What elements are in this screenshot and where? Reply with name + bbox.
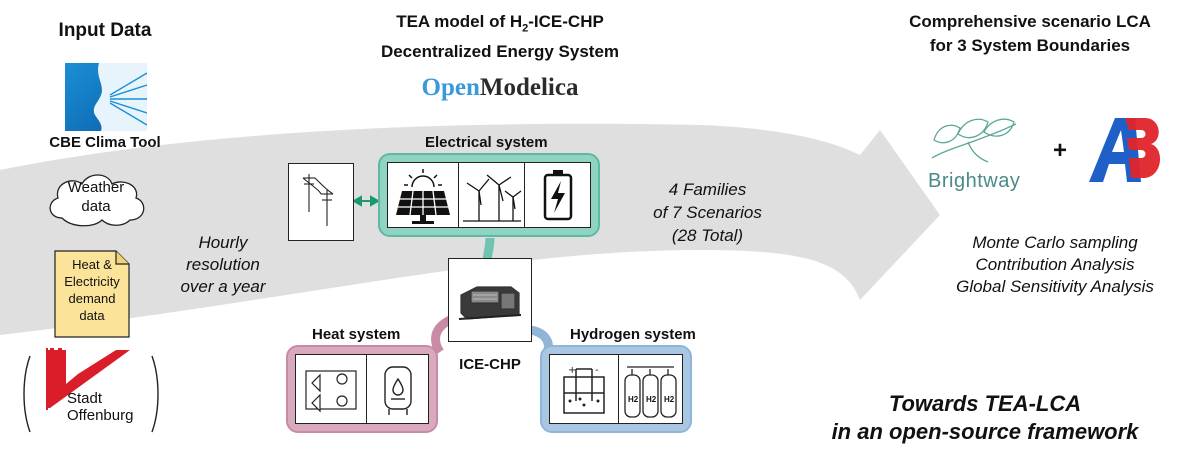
- heat-system-label: Heat system: [312, 326, 401, 343]
- solar-panel-icon: [396, 169, 450, 224]
- hydrogen-system-frame: + - H2 H2 H2: [540, 345, 692, 433]
- brightway-label: Brightway: [928, 170, 1021, 192]
- lca-title: Comprehensive scenario LCA for 3 System …: [909, 12, 1151, 55]
- ice-chp-label: ICE-CHP: [459, 356, 521, 373]
- chp-heat-connector: [431, 315, 453, 355]
- grid-connection-box: [288, 163, 354, 241]
- method-monte-carlo: Monte Carlo sampling: [972, 233, 1138, 252]
- svg-text:+: +: [568, 365, 576, 376]
- hourly-resolution-text: Hourly resolution over a year: [180, 233, 266, 296]
- demand-note-icon: [54, 250, 130, 338]
- ice-chp-box: [448, 258, 532, 342]
- engine-generator-icon: [458, 286, 522, 320]
- openmodelica-logo: OpenModelica: [421, 74, 579, 101]
- tea-title-line2: Decentralized Energy System: [380, 42, 620, 62]
- electrical-components: [387, 162, 591, 228]
- h2-tanks-cell: H2 H2 H2: [618, 355, 682, 423]
- footer-statement: Towards TEA-LCA in an open-source framew…: [831, 391, 1139, 444]
- solar-cell: [388, 163, 458, 227]
- heat-pump-icon: [305, 370, 357, 413]
- plus-sign: +: [1053, 137, 1068, 164]
- storage-tank-cell: [366, 355, 428, 423]
- battery-icon: [543, 170, 573, 221]
- h2-tank-label-2: H2: [646, 395, 657, 404]
- method-contribution: Contribution Analysis: [975, 255, 1135, 274]
- h2-tank-label-1: H2: [628, 395, 639, 404]
- electrolyzer-icon: + -: [563, 365, 605, 414]
- weather-data-label: Weather data: [67, 179, 125, 215]
- wind-turbine-icon: [463, 174, 522, 222]
- lca-methods-list: Monte Carlo sampling Contribution Analys…: [920, 232, 1190, 298]
- grid-exchange-arrow: [351, 195, 381, 207]
- method-gsa: Global Sensitivity Analysis: [956, 277, 1154, 296]
- battery-cell: [524, 163, 590, 227]
- hydrogen-system-label: Hydrogen system: [570, 326, 696, 343]
- tea-model-title: TEA model of H2-ICE-CHP Decentralized En…: [330, 10, 670, 64]
- h2-tank-label-3: H2: [664, 395, 675, 404]
- tea-title-line1: TEA model of H2-ICE-CHP: [396, 12, 604, 35]
- electrolyzer-cell: + -: [550, 355, 618, 423]
- scenario-families-text: 4 Families of 7 Scenarios (28 Total): [653, 180, 762, 245]
- activity-browser-logo-icon: [1089, 118, 1161, 182]
- hydrogen-tanks-icon: [624, 366, 677, 418]
- clima-tool-label: CBE Clima Tool: [49, 134, 161, 151]
- demand-data-label: Heat & Electricity demand data: [64, 257, 120, 323]
- wind-cell: [458, 163, 524, 227]
- heat-components: [295, 354, 429, 424]
- offenburg-label: Stadt Offenburg: [67, 390, 134, 424]
- svg-text:-: -: [595, 365, 599, 376]
- electrical-system-frame: [378, 153, 600, 237]
- weather-cloud-icon: [49, 174, 145, 227]
- heat-pump-cell: [296, 355, 366, 423]
- heat-system-frame: [286, 345, 438, 433]
- hydrogen-components: + - H2 H2 H2: [549, 354, 683, 424]
- input-data-title: Input Data: [58, 20, 152, 41]
- hot-water-tank-icon: [384, 366, 412, 415]
- clima-tool-logo-icon: [65, 63, 147, 131]
- brightway-leaves-icon: [931, 118, 1017, 163]
- offenburg-logo-icon: [23, 348, 159, 433]
- power-pylon-icon: [302, 174, 334, 226]
- electrical-system-label: Electrical system: [425, 134, 548, 151]
